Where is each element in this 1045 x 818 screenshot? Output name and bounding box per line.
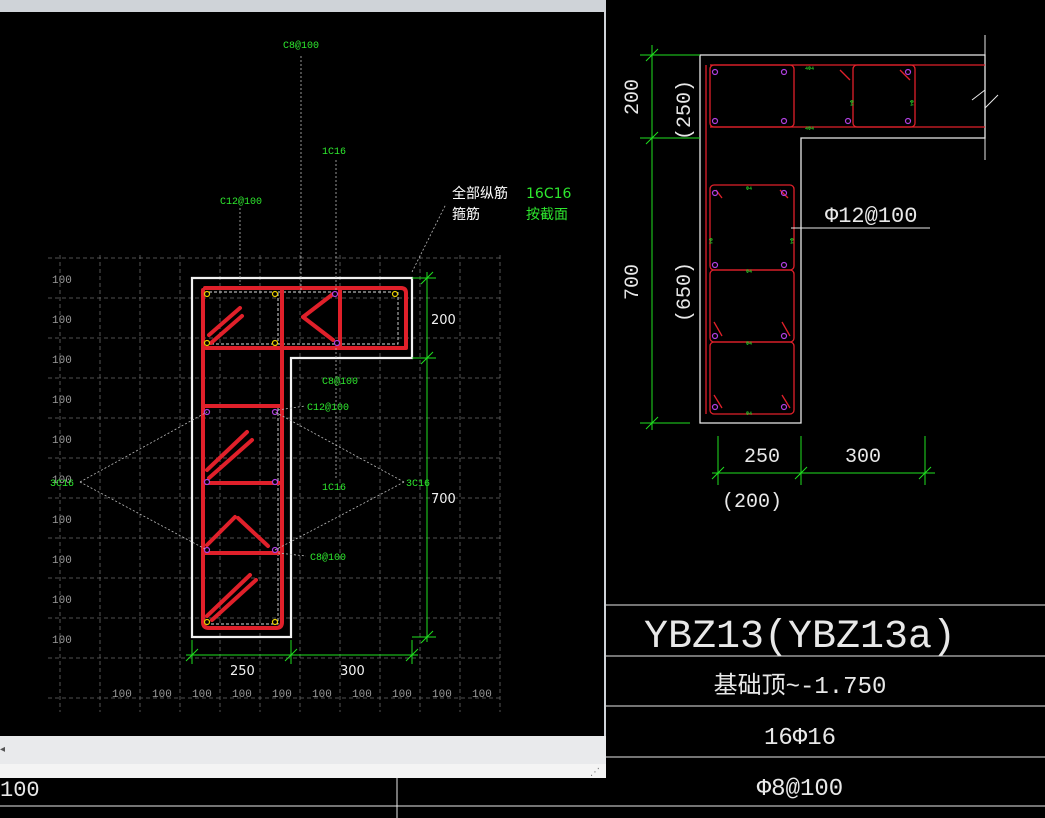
panel-status-strip [0, 764, 606, 778]
grid-col-label: 100 [152, 689, 172, 701]
svg-text:Φ4: Φ4 [746, 411, 752, 417]
scroll-arrow-icon[interactable]: ◂ [0, 744, 5, 755]
grid-col-label: 100 [392, 689, 412, 701]
hook [301, 315, 335, 342]
label-c8-lower: C8@100 [310, 552, 346, 564]
right-joint-dots [711, 68, 912, 411]
tie-callout-text: Φ12@100 [825, 204, 917, 229]
grid-row-label: 100 [52, 555, 72, 567]
left-dimensions [185, 271, 436, 664]
resize-grip-icon[interactable]: ⋰ [590, 767, 600, 778]
grid-row-label: 100 [52, 275, 72, 287]
section-preview-panel[interactable]: ◂ ⋰ 100 100 100 100 100 100 100 100 100 … [0, 0, 606, 778]
grid-lines [48, 255, 501, 712]
dim-web-width: 250 [230, 664, 255, 679]
hook [205, 573, 252, 618]
grid-col-label: 100 [192, 689, 212, 701]
dim-top-height-alt: (250) [674, 80, 697, 140]
grid-row-label: 100 [52, 395, 72, 407]
right-rebar-group [705, 64, 985, 415]
grid-col-label: 100 [272, 689, 292, 701]
rebar-cage[interactable] [201, 286, 408, 630]
table-elevation: 基础顶~-1.750 [714, 672, 887, 701]
grid-row-label: 100 [52, 475, 72, 487]
label-1c16-mid: 1C16 [322, 483, 346, 494]
hook [205, 430, 249, 472]
legend-stirrup-value[interactable]: 按截面 [526, 207, 568, 223]
grid-row-label: 100 [52, 595, 72, 607]
panel-backdrop [0, 0, 605, 778]
hook [207, 306, 242, 337]
svg-text:Φ4: Φ4 [746, 186, 752, 192]
dim-flange-length: 300 [845, 446, 881, 469]
dim-web-width: 250 [744, 446, 780, 469]
grid-col-label: 100 [472, 689, 492, 701]
hook [205, 515, 237, 547]
grid-col-labels: 100 100 100 100 100 100 100 100 100 100 [112, 689, 492, 701]
grid-col-label: 100 [352, 689, 372, 701]
label-3c16-left: 3C16 [50, 479, 74, 490]
hook [301, 292, 335, 319]
svg-text:4Φ4: 4Φ4 [805, 126, 814, 132]
right-horizontal-dim [711, 436, 935, 485]
svg-text:Φ4: Φ4 [908, 100, 914, 106]
hook [209, 314, 244, 345]
right-vertical-dim [640, 45, 700, 430]
dim-total-height: 700 [431, 492, 456, 507]
grid-row-label: 100 [52, 515, 72, 527]
grid-row-label: 100 [52, 435, 72, 447]
hook [210, 578, 258, 622]
dim-top-height: 200 [622, 79, 645, 115]
legend-all-long-label: 全部纵筋 [452, 185, 508, 202]
break-symbol [971, 88, 999, 110]
legend-all-long-value[interactable]: 16C16 [526, 186, 571, 202]
hook [236, 516, 270, 548]
panel-right-border [604, 0, 606, 778]
dim-flange-length: 300 [340, 664, 365, 679]
grid-row-label: 100 [52, 315, 72, 327]
label-c8-mid: C8@100 [322, 376, 358, 388]
grid-col-label: 100 [432, 689, 452, 701]
flange-stirrup [203, 286, 408, 350]
label-c12-mid: C12@100 [307, 402, 349, 414]
panel-top-border [0, 0, 606, 12]
legend-stirrup-label: 箍筋 [452, 206, 480, 223]
web-stirrup [201, 288, 284, 630]
table-stirrup: Φ8@100 [757, 776, 843, 803]
svg-text:Φ4: Φ4 [707, 238, 713, 244]
dim-web-width-alt: (200) [722, 491, 782, 514]
grid-row-label: 100 [52, 635, 72, 647]
table-longitudinal: 16Φ16 [764, 725, 836, 752]
svg-text:Φ4: Φ4 [746, 269, 752, 275]
rebar-joints [203, 290, 399, 626]
rebar-labels: C8@100 1C16 C12@100 C8@100 C12@100 3C16 … [50, 40, 430, 564]
svg-text:Φ4: Φ4 [788, 238, 794, 244]
grid-row-labels: 100 100 100 100 100 100 100 100 100 100 [52, 275, 72, 647]
grid-row-label: 100 [52, 355, 72, 367]
leader-lines [79, 56, 447, 557]
label-1c16-top: 1C16 [322, 147, 346, 158]
status-partial-text: 100 [0, 778, 40, 803]
dim-bottom-height-alt: (650) [674, 262, 697, 322]
title-table: YBZ13(YBZ13a) 基础顶~-1.750 16Φ16 Φ8@100 [0, 604, 1045, 818]
panel-scrollbar[interactable] [0, 736, 606, 764]
label-c8-top: C8@100 [283, 40, 319, 52]
dim-bottom-height: 700 [622, 264, 645, 300]
hook [207, 438, 254, 480]
grid-col-label: 100 [112, 689, 132, 701]
label-c12-top: C12@100 [220, 196, 262, 208]
grid-col-label: 100 [232, 689, 252, 701]
svg-text:4Φ4: 4Φ4 [805, 66, 814, 72]
table-name: YBZ13(YBZ13a) [644, 615, 956, 660]
grid-col-label: 100 [312, 689, 332, 701]
label-3c16-right: 3C16 [406, 479, 430, 490]
svg-text:Φ4: Φ4 [848, 100, 854, 106]
svg-text:Φ4: Φ4 [746, 341, 752, 347]
dim-flange-thickness: 200 [431, 313, 456, 328]
